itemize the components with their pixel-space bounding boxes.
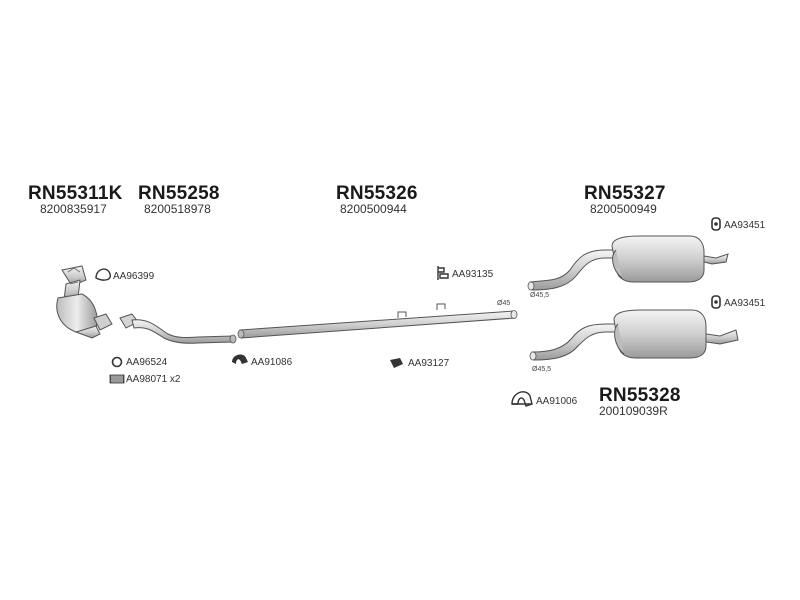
part-number-mid1[interactable]: RN55258 [138,183,220,204]
front-catalyst-part[interactable] [56,265,113,339]
oe-number-rear1: 8200500949 [590,202,657,216]
accessory-label-ring[interactable]: AA96524 [126,357,168,368]
oe-number-mid1: 8200518978 [144,202,211,216]
intermediate-pipe-1-part[interactable] [119,313,237,344]
accessory-label-hanger-rear1[interactable]: AA93451 [724,220,766,231]
part-number-rear1[interactable]: RN55327 [584,183,666,204]
rear-silencer-2-part[interactable] [529,309,739,361]
diameter-label-rear1: Ø45,5 [530,292,550,299]
clamp-icon [511,391,533,407]
accessory-label-hanger-mid[interactable]: AA93127 [408,358,450,369]
rubber-hanger-icon [390,358,403,368]
diameter-label-rear2: Ø45,5 [532,366,552,373]
part-number-front[interactable]: RN55311K [28,183,123,204]
oe-number-front: 8200835917 [40,202,107,216]
accessory-label-clamp-mid[interactable]: AA91086 [251,357,293,368]
rubber-hanger-icon [437,266,449,280]
rubber-hanger-icon [711,217,721,231]
o-ring-icon [111,356,123,368]
middle-pipe-part[interactable] [237,303,518,339]
accessory-label-gasket[interactable]: AA96399 [113,271,155,282]
spring-icon [109,374,125,384]
clamp-icon [232,354,248,364]
rear-silencer-1-part[interactable] [527,235,729,291]
part-number-rear2[interactable]: RN55328 [599,385,681,406]
accessory-label-hanger-pipe[interactable]: AA93135 [452,269,494,280]
diameter-label-pipe: Ø45 [497,300,511,307]
part-number-mid2[interactable]: RN55326 [336,183,418,204]
gasket-icon [95,268,111,281]
oe-number-mid2: 8200500944 [340,202,407,216]
accessory-label-clamp-rear[interactable]: AA91006 [536,396,578,407]
accessory-label-spring[interactable]: AA98071 x2 [126,374,181,385]
oe-number-rear2: 200109039R [599,404,668,418]
accessory-label-hanger-rear2[interactable]: AA93451 [724,298,766,309]
rubber-hanger-icon [711,295,721,309]
